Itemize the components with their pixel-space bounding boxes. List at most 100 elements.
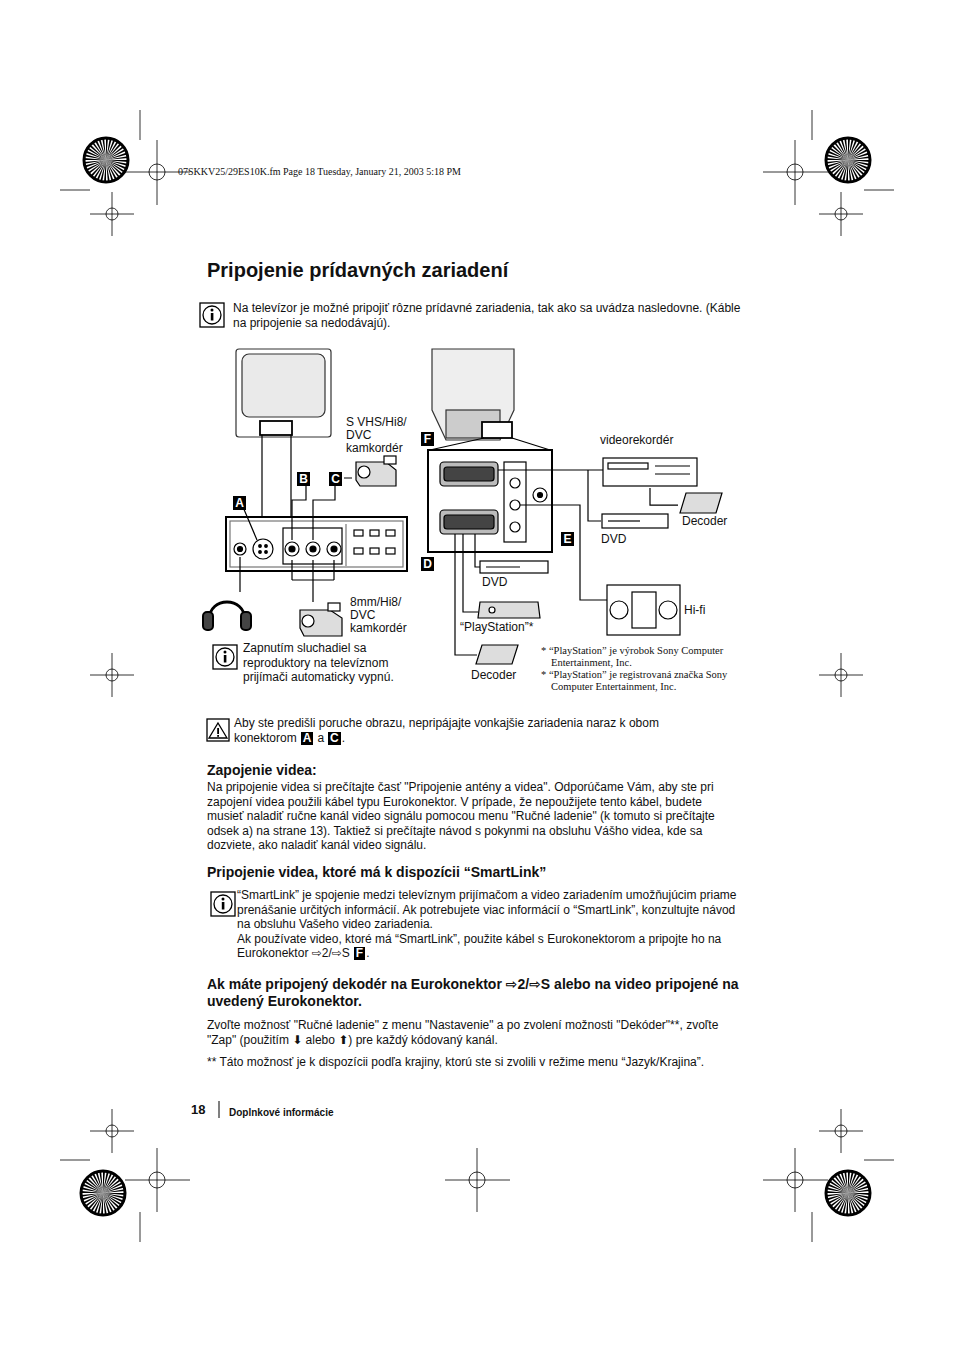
callout-box: F [421,432,434,446]
footnote: * “PlayStation” je výrobok Sony Computer… [541,645,723,668]
color-bar-target [106,139,115,160]
text-block: Na televízor je možné pripojiť rôzne prí… [233,301,748,330]
text-row: Na televízor je možné pripojiť rôzne prí… [233,301,748,330]
warning-icon [217,728,219,734]
section-heading: Zapojenie videa: [207,762,317,778]
color-bar-target [103,1189,125,1193]
cable [455,534,480,655]
file-header: 07SKKV25/29ES10K.fm Page 18 Tuesday, Jan… [178,166,461,177]
rear-panel [440,510,498,534]
device-name: DVD [599,533,673,546]
color-bar-target [848,1193,869,1202]
color-bar-target [103,1193,125,1195]
camcorder [302,615,314,627]
punctuation: . [366,946,369,960]
color-bar-target [81,1191,103,1193]
text-row: Ak máte pripojený dekodér na Eurokonekto… [207,976,747,1010]
color-bar-target [848,1189,870,1193]
color-bar-target [826,1171,870,1215]
color-bar-target [106,138,108,160]
text-block: Zapnutím sluchadiel sa reproduktory na t… [243,641,421,685]
callout-letter: A [235,496,244,510]
info-icon [222,898,225,901]
rear-tv [432,349,514,440]
device-label: “PlayStation”* [456,598,552,634]
camcorder [358,466,370,478]
color-bar-target [106,153,127,161]
section-heading: Pripojenie videa, ktoré má k dispozícii … [207,864,546,880]
registration-mark [106,1125,118,1137]
color-bar-target [826,1171,870,1215]
info-icon [222,902,225,910]
cable [520,505,607,600]
color-bar-target [82,1193,103,1201]
registration-mark [787,164,803,180]
color-bar-target [848,160,869,169]
color-bar-target [826,158,848,160]
text-row: Zapojenie videa: [207,762,747,779]
device [680,493,722,513]
color-bar-target [826,160,848,164]
device [602,514,668,528]
rear-tv [430,349,550,450]
headphones [203,612,213,630]
text-block: Ak máte pripojený dekodér na Eurokonekto… [207,976,747,1010]
front-tv [242,354,325,417]
text-block: 07SKKV25/29ES10K.fm Page 18 Tuesday, Jan… [178,166,598,178]
device-label: DVD [599,510,673,546]
info-icon [211,892,235,916]
section-name: Doplnkové informácie [229,1107,333,1118]
device [486,566,520,567]
device [607,585,680,635]
registration-mark [835,1125,847,1137]
device [603,458,697,486]
text-block: Zvoľte možnosť "Ručné ladenie" z menu "N… [207,1018,742,1047]
warning-icon [217,735,219,737]
front-panel [253,539,273,559]
color-bar-target [104,160,106,182]
cable [498,470,603,521]
color-bar-target [99,139,107,160]
device-label: videorekordér [600,434,700,488]
punctuation: . [342,731,345,745]
device [608,463,648,469]
front-panel [354,530,363,536]
color-bar-target [848,1171,850,1193]
color-bar-target [81,1171,125,1215]
text-block: Doplnkové informácie [229,1105,429,1121]
body-text: Ak používate video, ktoré má “SmartLink”… [237,932,721,961]
color-bar-target [85,160,106,168]
device-label: DVD [478,560,554,589]
color-bar-target [103,1193,111,1214]
color-bar-target [841,1172,849,1193]
color-bar-target [97,160,106,181]
rear-panel [444,515,494,529]
color-bar-target [848,1193,856,1214]
info-icon [211,309,214,312]
front-panel [265,545,268,548]
rear-panel [504,462,526,542]
front-panel [230,521,403,567]
color-bar-target [848,156,870,160]
page-title: Pripojenie prídavných zariadení [207,258,767,282]
color-bar-target [84,160,106,164]
front-panel [259,545,262,548]
front-panel [386,548,395,554]
info-icon [203,306,221,324]
color-bar-target [106,160,110,182]
text-row: Doplnkové informácie [229,1105,429,1121]
front-panel [265,551,268,554]
info-icon [200,303,224,327]
color-bar-target [848,1193,852,1215]
registration-mark [469,1172,485,1188]
callout-letter: C [331,472,340,486]
registration-mark [149,164,165,180]
rear-panel [533,488,547,502]
color-bar-target [99,1171,103,1193]
color-bar-target [103,1172,112,1193]
rear-tv [482,422,512,438]
text-row: * “PlayStation” je registrovaná značka S… [541,669,741,693]
text-block: “SmartLink” je spojenie medzi televíznym… [237,888,742,961]
front-panel [285,542,299,556]
front-tv [236,349,331,437]
